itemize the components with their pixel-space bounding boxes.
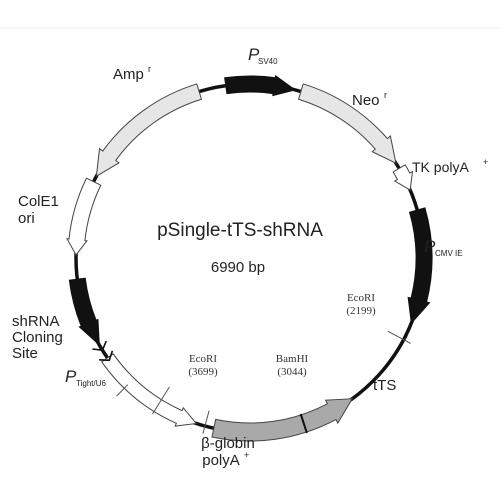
neo-resistance-arrow — [297, 83, 397, 165]
bamhi-position: (3044) — [277, 366, 307, 378]
cole1-origin-arrow — [66, 177, 102, 256]
tts-gene-arrow — [211, 398, 354, 442]
psv40-subscript: SV40 — [258, 57, 278, 66]
neo-label: Neo — [352, 92, 380, 109]
neo-superscript: r — [384, 90, 387, 100]
ptight-label: P — [65, 367, 77, 386]
shrna-label-line-3: Site — [12, 345, 38, 362]
amp-resistance-arrow — [95, 83, 203, 178]
psv40-label: P — [248, 45, 260, 64]
sv40-promoter-arrow — [224, 74, 297, 97]
bamhi-name: BamHI — [276, 353, 309, 365]
pcmv-subscript: CMV IE — [435, 249, 463, 258]
ecori-2199-position: (2199) — [346, 305, 376, 317]
bamhi-site-line — [202, 410, 210, 434]
amp-label: Amp — [113, 66, 144, 83]
ecori-2199-name: EcoRI — [347, 292, 375, 304]
beta-globin-leader-line — [116, 384, 129, 397]
ecori-site-line-2199 — [387, 330, 411, 344]
ptight-subscript: Tight/U6 — [76, 379, 106, 388]
cmv-promoter-arrow — [407, 207, 433, 325]
beta-globin-polya-superscript: + — [244, 450, 249, 460]
amp-superscript: r — [148, 64, 151, 74]
cole1-label-line-2: ori — [18, 210, 35, 227]
tts-internal-tick — [299, 413, 308, 434]
beta-globin-label: β-globin — [201, 435, 255, 452]
feature-arrows — [66, 74, 433, 442]
ecori-site-line-3699 — [152, 386, 170, 415]
plasmid-name: pSingle-tTS-shRNA — [157, 220, 323, 241]
tight-u6-promoter-arrow — [68, 277, 100, 347]
plasmid-size: 6990 bp — [211, 259, 265, 276]
shrna-label-line-1: shRNA — [12, 313, 60, 330]
ecori-3699-position: (3699) — [188, 366, 218, 378]
tk-polya-arrow — [392, 164, 414, 191]
cole1-label-line-1: ColE1 — [18, 193, 59, 210]
tts-label: tTS — [373, 377, 396, 394]
tk-polya-label: TK polyA — [412, 159, 469, 175]
ecori-3699-name: EcoRI — [189, 353, 217, 365]
shrna-cloning-site-marker — [92, 340, 114, 362]
tk-polya-superscript: + — [483, 157, 488, 167]
pcmv-label: P — [424, 237, 436, 256]
beta-globin-polya-label: polyA — [202, 452, 240, 469]
shrna-label-line-2: Cloning — [12, 329, 63, 346]
beta-globin-polya-arrow — [101, 353, 198, 427]
